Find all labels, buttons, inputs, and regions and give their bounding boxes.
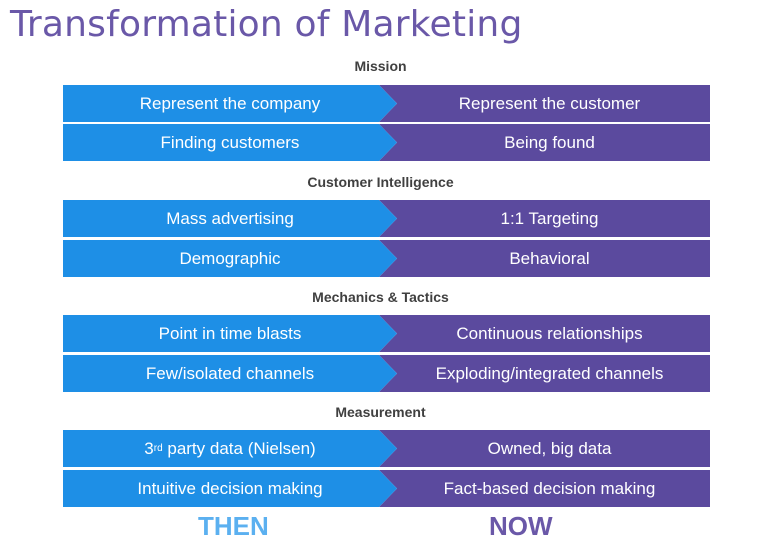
then-cell: Mass advertising (63, 200, 397, 237)
now-cell: Represent the customer (379, 85, 710, 122)
comparison-row: Intuitive decision making Fact-based dec… (63, 470, 710, 507)
comparison-row: Few/isolated channels Exploding/integrat… (63, 355, 710, 392)
then-cell-superscript: rd (153, 443, 163, 454)
comparison-row: Represent the company Represent the cust… (63, 85, 710, 122)
then-cell: Represent the company (63, 85, 397, 122)
then-cell-text: party data (Nielsen) (162, 438, 316, 458)
page-title: Transformation of Marketing (10, 4, 523, 45)
then-cell-prefix: 3 (144, 438, 154, 458)
section-label-measurement: Measurement (335, 404, 426, 420)
now-cell: Being found (379, 124, 710, 161)
section-label-mechanics-tactics: Mechanics & Tactics (312, 289, 449, 305)
then-cell: Demographic (63, 240, 397, 277)
then-cell: Few/isolated channels (63, 355, 397, 392)
comparison-row: Mass advertising 1:1 Targeting (63, 200, 710, 237)
section-label-customer-intelligence: Customer Intelligence (307, 174, 454, 190)
comparison-row: Point in time blasts Continuous relation… (63, 315, 710, 352)
then-cell: Finding customers (63, 124, 397, 161)
now-cell: Exploding/integrated channels (379, 355, 710, 392)
now-cell: 1:1 Targeting (379, 200, 710, 237)
comparison-row: Demographic Behavioral (63, 240, 710, 277)
then-label: THEN (198, 511, 269, 541)
then-cell: Intuitive decision making (63, 470, 397, 507)
section-label-mission: Mission (354, 58, 407, 74)
comparison-row: Finding customers Being found (63, 124, 710, 161)
now-label: NOW (489, 511, 553, 541)
then-cell: Point in time blasts (63, 315, 397, 352)
now-cell: Behavioral (379, 240, 710, 277)
now-cell: Continuous relationships (379, 315, 710, 352)
now-cell: Fact-based decision making (379, 470, 710, 507)
now-cell: Owned, big data (379, 430, 710, 467)
